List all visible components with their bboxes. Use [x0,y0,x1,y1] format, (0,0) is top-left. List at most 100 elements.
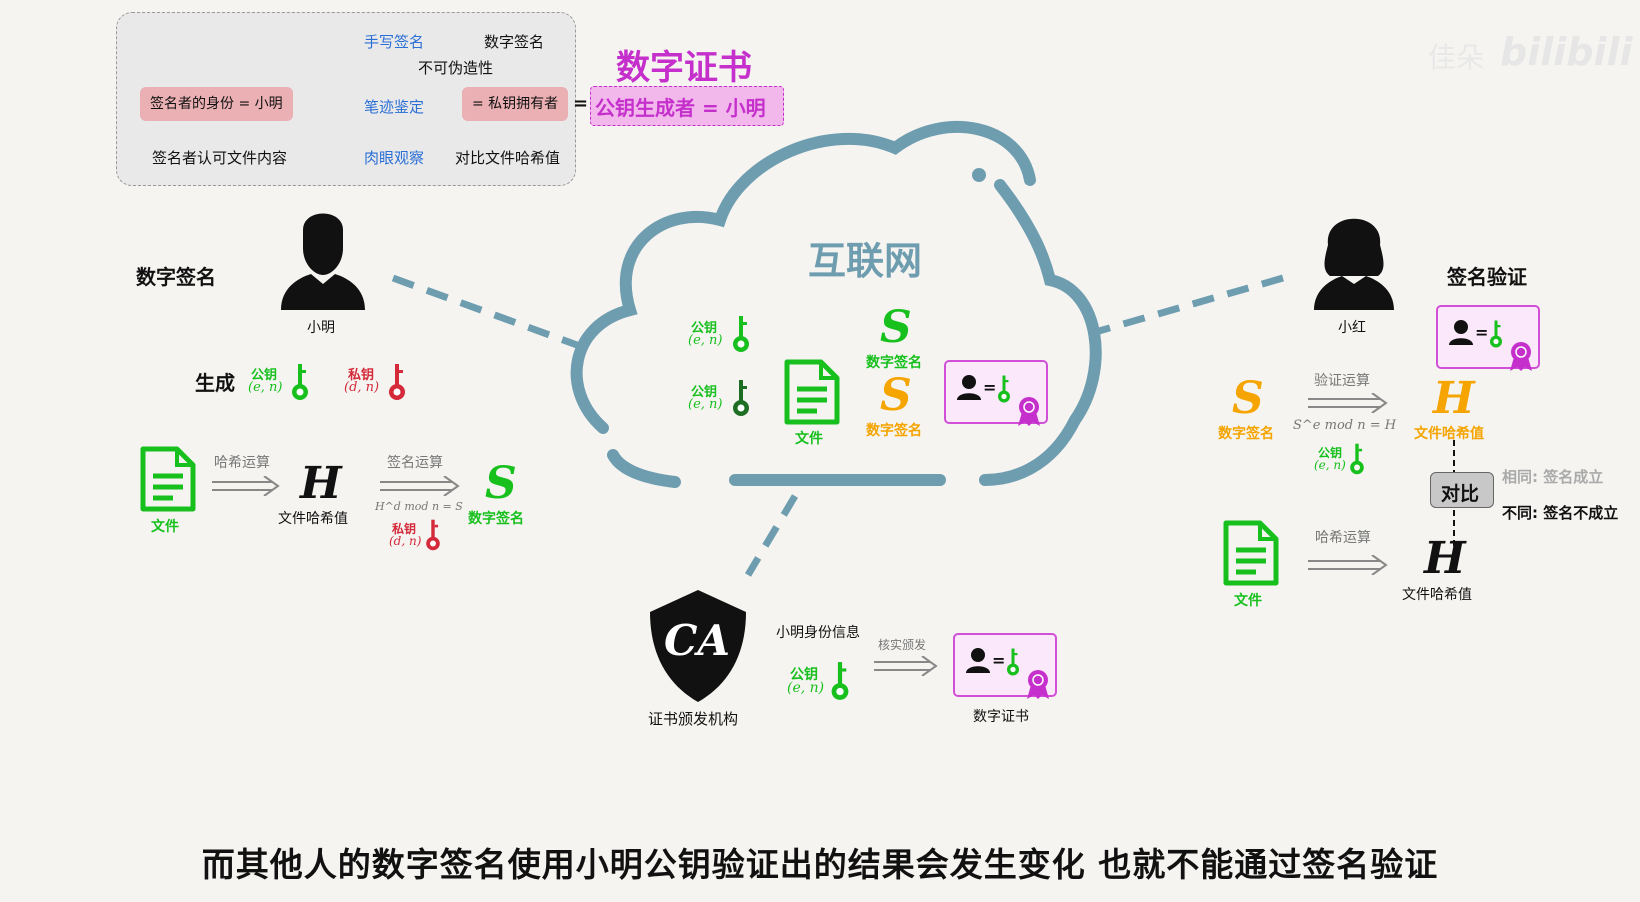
compare-hash: 对比文件哈希值 [455,149,561,167]
green-key-icon [733,316,749,352]
double-arrow-icon [212,476,280,496]
double-arrow-icon [1308,555,1388,575]
connection-lines [391,274,1284,577]
cloud-sig-green: 数字签名 [866,355,922,371]
green-key-icon [1490,320,1502,348]
verify-issue-label: 核实颁发 [878,638,927,652]
private-key-owner-tag: = 私钥拥有者 [462,87,569,121]
seal-icon [1510,342,1532,371]
compare-label: 对比 [1441,483,1480,505]
green-key-icon [998,375,1010,403]
left-file-label: 文件 [151,519,179,535]
row-unforgeable: 不可伪造性 [418,59,494,77]
right-cert-eq: = [1475,323,1489,342]
equals-sign: = [573,93,589,114]
dark-green-key-icon [733,380,749,416]
right-H-symbol: H [1424,533,1466,584]
right-hash-op: 哈希运算 [1315,530,1371,546]
compare-box [1430,472,1494,508]
red-key-icon [389,364,405,400]
left-sign-op: 签名运算 [387,455,443,471]
left-person-name: 小明 [307,320,335,336]
cloud-S-orange: S [880,370,912,421]
verify-formula: S^e mod n = H [1293,418,1397,433]
right-pubkey-params: (e, n) [1314,458,1346,472]
green-key-icon [1007,648,1019,676]
double-arrow-icon [380,476,460,496]
verify-op-label: 验证运算 [1314,373,1370,389]
cert-owner: 公钥生成者 = 小明 [595,96,766,120]
seal-icon [1018,397,1040,426]
signer-identity-tag: 签名者的身份 = 小明 [140,87,293,121]
ca-shield-icon [650,590,746,702]
ca-cert-label: 数字证书 [973,709,1029,725]
red-key-icon [426,519,440,551]
watermark-brand: bilibili [1500,30,1633,74]
right-hash-value: 文件哈希值 [1402,587,1472,603]
cloud-outline [570,120,1102,488]
sign-privkey-label: 私钥 [392,522,417,536]
cloud-file-label: 文件 [795,431,823,447]
person-icon [1449,320,1473,345]
left-signature-label: 数字签名 [468,511,524,527]
cloud-pubkey2-params: (e, n) [688,397,723,412]
left-privkey-params: (d, n) [344,380,380,395]
right-pubkey-label: 公钥 [1318,446,1343,460]
double-arrow-icon [1308,393,1388,413]
left-privkey-label: 私钥 [348,368,375,383]
left-section-title: 数字签名 [136,265,216,289]
person-female-icon [1314,218,1394,310]
person-icon [966,648,990,673]
left-pubkey-params: (e, n) [248,380,283,395]
cloud-pubkey1-label: 公钥 [691,321,718,336]
double-arrow-icon [874,656,938,676]
watermark-author: 佳朵 [1428,41,1485,74]
right-H-orange: H [1433,373,1475,424]
left-H-symbol: H [300,458,342,509]
left-hash-op: 哈希运算 [214,455,270,471]
right-file-label: 文件 [1234,593,1262,609]
left-pubkey-label: 公钥 [251,368,278,383]
file-icon [140,446,196,512]
handwriting-check: 笔迹鉴定 [364,98,425,116]
right-hash-value-orange: 文件哈希值 [1414,426,1484,442]
ca-pubkey-params: (e, n) [787,680,825,696]
person-male-icon [281,213,365,310]
file-icon [784,359,840,425]
diff-result: 不同: 签名不成立 [1502,504,1619,522]
subtitle: 而其他人的数字签名使用小明公钥验证出的结果会发生变化 也就不能通过签名验证 [201,845,1439,884]
sign-formula: H^d mod n = S [375,500,463,513]
cloud-pubkey2-label: 公钥 [691,385,718,400]
right-section-title: 签名验证 [1447,265,1527,289]
green-key-icon [292,364,308,400]
ca-cert-eq: = [992,651,1006,670]
green-key-icon [831,662,849,700]
same-result: 相同: 签名成立 [1502,468,1604,486]
visual-check: 肉眼观察 [364,149,425,167]
ca-name: 证书颁发机构 [648,710,739,728]
green-key-icon [1350,443,1364,475]
ca-identity: 小明身份信息 [776,625,860,641]
ca-pubkey-label: 公钥 [790,667,818,683]
seal-icon [1027,670,1049,699]
right-person-name: 小红 [1338,320,1366,336]
generate-label: 生成 [195,371,235,395]
person-icon [957,375,981,400]
col-handwritten: 手写签名 [364,33,425,51]
ca-logo: CA [664,616,731,665]
signer-approves: 签名者认可文件内容 [152,149,288,167]
left-S-symbol: S [485,458,517,509]
cloud-sig-orange: 数字签名 [866,423,922,439]
file-icon [1223,520,1279,586]
internet-label: 互联网 [808,239,923,283]
cloud-pubkey1-params: (e, n) [688,333,723,348]
cloud-S-green: S [880,302,912,353]
col-digital: 数字签名 [484,33,545,51]
cert-owner-box [590,86,784,126]
left-hash-value: 文件哈希值 [278,511,348,527]
right-S-symbol: S [1232,373,1264,424]
cert-title: 数字证书 [616,48,752,88]
cloud-cert-eq: = [983,378,997,397]
sign-privkey-params: (d, n) [389,534,422,548]
